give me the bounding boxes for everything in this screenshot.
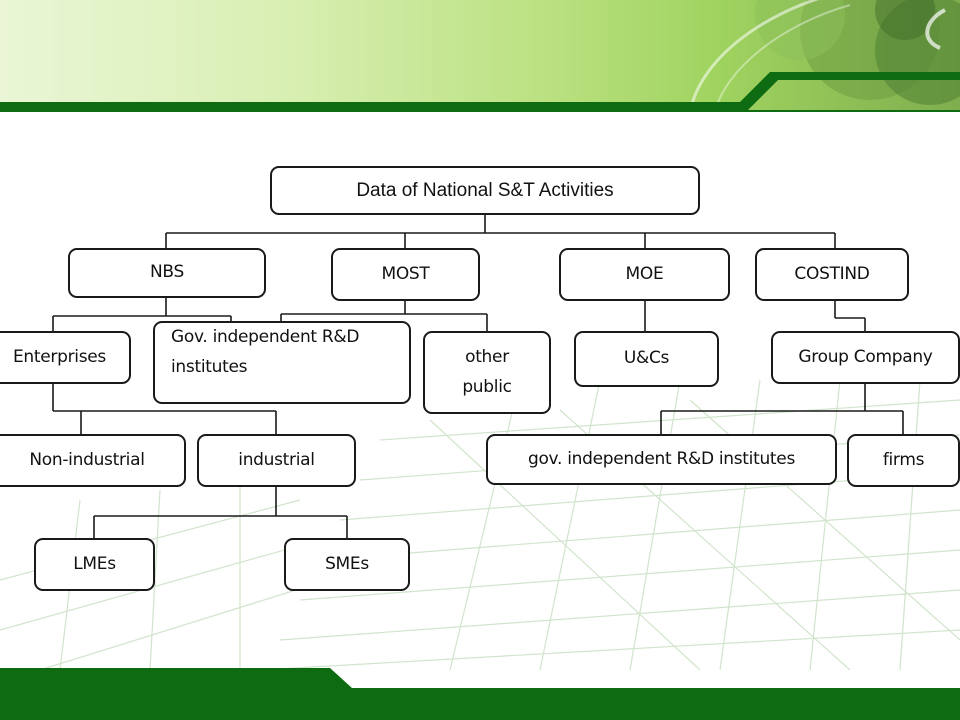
root-node: Data of National S&T Activities [270, 166, 700, 215]
enterprises-node: Enterprises [0, 331, 131, 384]
gov-institutes-line2: institutes [171, 356, 248, 377]
gov-institutes-node: Gov. independent R&D institutes [153, 321, 411, 404]
non-industrial-node: Non-industrial [0, 434, 186, 487]
costind-node: COSTIND [755, 248, 909, 301]
lmes-node: LMEs [34, 538, 155, 591]
other-public-node: other public [423, 331, 551, 414]
most-node: MOST [331, 248, 480, 301]
gov-institutes-line1: Gov. independent R&D [171, 327, 360, 347]
gov-independent-rd-node: gov. independent R&D institutes [486, 434, 837, 485]
nbs-node: NBS [68, 248, 266, 298]
firms-node: firms [847, 434, 960, 487]
other-public-line1: other [465, 346, 509, 367]
industrial-node: industrial [197, 434, 356, 487]
footer-bar [0, 668, 960, 720]
uacs-node: U&Cs [574, 331, 719, 387]
header-stripe [0, 72, 960, 112]
other-public-line2: public [462, 376, 512, 397]
group-company-node: Group Company [771, 331, 960, 384]
smes-node: SMEs [284, 538, 410, 591]
moe-node: MOE [559, 248, 730, 301]
